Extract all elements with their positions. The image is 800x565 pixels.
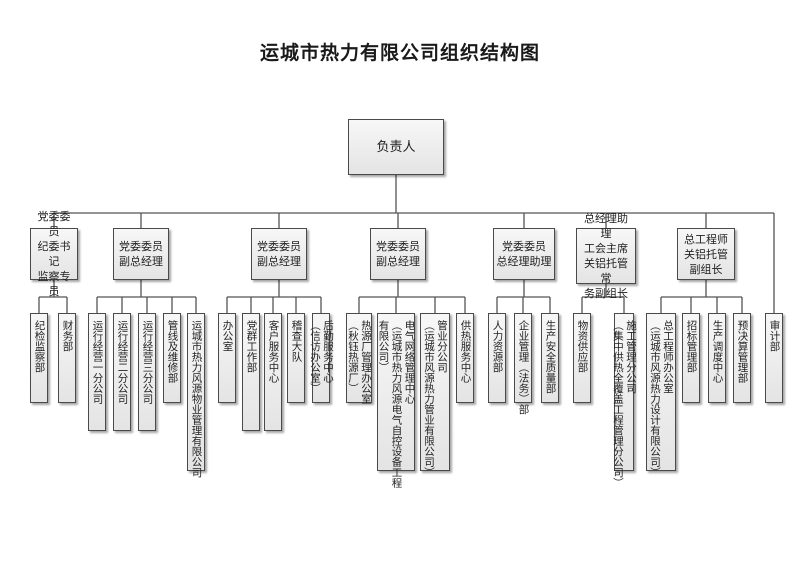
group-label: 党委委员 副总经理 xyxy=(119,240,163,268)
department-label: 运城市热力风源物业管理有限公司 xyxy=(190,320,203,478)
root-node-label: 负责人 xyxy=(376,139,416,155)
group-box[interactable]: 党委委员 副总经理 xyxy=(370,228,426,280)
department-label: 办公室 xyxy=(221,320,234,352)
department-label: 施工管理分公司 xyxy=(625,320,637,394)
group-box[interactable]: 总经理助理 工会主席 关铝托管常 务副组长 xyxy=(576,212,636,300)
department-box[interactable]: 热源厂管理办公室（秋钰热源厂） xyxy=(346,313,372,404)
department-label: 管线及维修部 xyxy=(166,320,179,383)
department-box[interactable]: 管业分公司（运城市风源热力管业有限公司） xyxy=(420,313,450,478)
root-node-box[interactable]: 负责人 xyxy=(348,119,444,175)
department-label: 人力资源部 xyxy=(491,320,504,373)
department-box[interactable]: 施工管理分公司（集中供热全覆盖工程管理分公司） xyxy=(612,313,637,488)
department-box[interactable]: 运行经营二分公司 xyxy=(113,313,131,431)
department-label: 运行经营三分公司 xyxy=(141,320,154,404)
department-label: 管业分公司 xyxy=(436,320,448,373)
department-label: 稽查大队 xyxy=(290,320,303,362)
department-label: 党群工作部 xyxy=(245,320,258,373)
department-box[interactable]: 生产调度中心 xyxy=(708,313,726,403)
department-label: 生产安全质量部 xyxy=(544,320,557,394)
department-label: 生产调度中心 xyxy=(711,320,724,383)
department-label: 财务部 xyxy=(61,320,74,352)
department-label: （信访办公室） xyxy=(309,320,321,394)
department-box[interactable]: 运行经营一分公司 xyxy=(88,313,106,431)
department-box[interactable]: 供热服务中心 xyxy=(456,313,474,403)
department-label: 纪检监察部 xyxy=(33,320,46,373)
department-box[interactable]: 总工程师办公室（运城市风源热力设计有限公司） xyxy=(646,313,676,478)
department-box[interactable]: 后勤服务中心（信访办公室） xyxy=(309,313,334,403)
group-label: 党委委员 副总经理 xyxy=(376,240,420,268)
department-label: 客户服务中心 xyxy=(267,320,280,383)
department-box[interactable]: 物资供应部 xyxy=(573,313,591,403)
department-label: 运行经营一分公司 xyxy=(91,320,104,404)
department-box[interactable]: 运行经营三分公司 xyxy=(138,313,156,431)
department-label: 招标管理部 xyxy=(685,320,698,373)
department-box[interactable]: 生产安全质量部 xyxy=(541,313,559,403)
department-box[interactable]: 纪检监察部 xyxy=(30,313,48,403)
department-box[interactable]: 办公室 xyxy=(218,313,236,403)
group-label: 总工程师 关铝托管 副组长 xyxy=(684,232,728,276)
chart-title: 运城市热力有限公司组织结构图 xyxy=(259,42,540,64)
department-box[interactable]: 招标管理部 xyxy=(682,313,700,403)
group-box[interactable]: 总工程师 关铝托管 副组长 xyxy=(677,228,735,280)
department-label: 审计部 xyxy=(768,320,781,352)
department-box[interactable]: 企业管理（法务）部 xyxy=(514,313,532,415)
department-label: 电气网络管理中心 xyxy=(403,320,416,404)
department-label: （运城市热力风源电气自控设备工程 xyxy=(390,320,403,488)
group-label: 党委委员 总经理助理 xyxy=(496,240,552,268)
group-box[interactable]: 党委委员 总经理助理 xyxy=(493,228,555,280)
department-box[interactable]: 财务部 xyxy=(58,313,76,403)
department-label: 有限公司） xyxy=(377,320,390,373)
group-label: 党委委员 纪委书记 监察专员 xyxy=(37,210,71,298)
department-label: （秋钰热源厂） xyxy=(347,320,359,394)
group-label: 总经理助理 工会主席 关铝托管常 务副组长 xyxy=(584,212,628,300)
department-label: 供热服务中心 xyxy=(459,320,472,383)
department-box[interactable]: 管线及维修部 xyxy=(163,313,181,403)
group-label: 党委委员 副总经理 xyxy=(257,240,301,268)
department-label: （运城市风源热力管业有限公司） xyxy=(423,320,435,478)
department-label: 后勤服务中心 xyxy=(322,320,334,383)
department-label: 企业管理（法务）部 xyxy=(517,320,530,415)
group-box[interactable]: 党委委员 副总经理 xyxy=(251,228,307,280)
department-label: （集中供热全覆盖工程管理分公司） xyxy=(612,320,624,488)
department-box[interactable]: 电气网络管理中心（运城市热力风源电气自控设备工程有限公司） xyxy=(377,313,416,488)
department-box[interactable]: 客户服务中心 xyxy=(264,313,282,431)
department-label: 物资供应部 xyxy=(576,320,589,373)
department-label: （运城市风源热力设计有限公司） xyxy=(649,320,661,478)
department-label: 运行经营二分公司 xyxy=(116,320,129,404)
department-box[interactable]: 审计部 xyxy=(765,313,783,403)
department-box[interactable]: 稽查大队 xyxy=(287,313,305,403)
department-label: 热源厂管理办公室 xyxy=(360,320,372,404)
department-box[interactable]: 预决算管理部 xyxy=(733,313,751,403)
department-box[interactable]: 运城市热力风源物业管理有限公司 xyxy=(187,313,205,478)
group-box[interactable]: 党委委员 副总经理 xyxy=(113,228,169,280)
department-label: 预决算管理部 xyxy=(736,320,749,383)
group-box[interactable]: 党委委员 纪委书记 监察专员 xyxy=(30,210,78,298)
department-box[interactable]: 人力资源部 xyxy=(488,313,506,403)
department-label: 总工程师办公室 xyxy=(662,320,674,394)
department-box[interactable]: 党群工作部 xyxy=(242,313,260,431)
